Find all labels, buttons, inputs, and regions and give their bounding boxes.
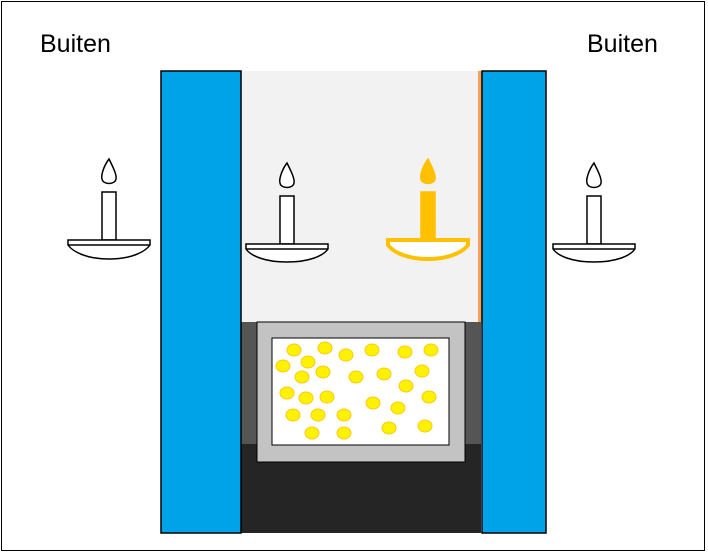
wall-edge-strip — [478, 71, 482, 323]
ember — [390, 401, 406, 415]
candle-stick — [101, 191, 117, 241]
ember — [304, 426, 320, 440]
ember — [365, 396, 381, 410]
candle-stick — [586, 195, 602, 245]
ember — [319, 390, 335, 404]
wall-left — [160, 70, 242, 534]
ember — [423, 343, 439, 357]
candle-flame — [586, 161, 602, 189]
ember — [414, 364, 430, 378]
ember — [298, 391, 314, 405]
candle-holder — [67, 239, 151, 260]
candle-outside-left — [67, 157, 151, 260]
ember — [275, 359, 291, 373]
ember — [421, 390, 437, 404]
ember — [336, 408, 352, 422]
ember — [397, 345, 413, 359]
ember — [336, 426, 352, 440]
ember — [310, 408, 326, 422]
ember — [338, 348, 354, 362]
stove-side-left — [241, 322, 257, 444]
ember — [315, 365, 331, 379]
candle-inside-right — [386, 157, 470, 262]
ember — [376, 367, 392, 381]
ember — [381, 421, 397, 435]
candle-stick — [279, 195, 295, 245]
ember — [417, 419, 433, 433]
ember — [364, 343, 380, 357]
candle-flame — [101, 157, 117, 185]
embers — [275, 341, 439, 440]
stove-side-right — [465, 322, 481, 444]
ember — [286, 343, 302, 357]
candle-flame — [279, 161, 295, 189]
candle-stick — [420, 191, 436, 241]
ember — [317, 341, 333, 355]
wall-right — [481, 70, 547, 534]
candle-outside-right — [552, 161, 636, 263]
ember — [300, 355, 316, 369]
candle-holder — [552, 243, 636, 263]
outside-label-right: Buiten — [587, 30, 658, 58]
ember — [398, 379, 414, 393]
interior-room — [241, 71, 481, 323]
candle-holder — [386, 238, 470, 262]
ember — [285, 408, 301, 422]
ember — [294, 370, 310, 384]
outside-label-left: Buiten — [40, 30, 111, 58]
candle-inside-left — [245, 161, 329, 263]
ember — [348, 370, 364, 384]
candle-flame — [420, 157, 436, 185]
ember — [279, 386, 295, 400]
